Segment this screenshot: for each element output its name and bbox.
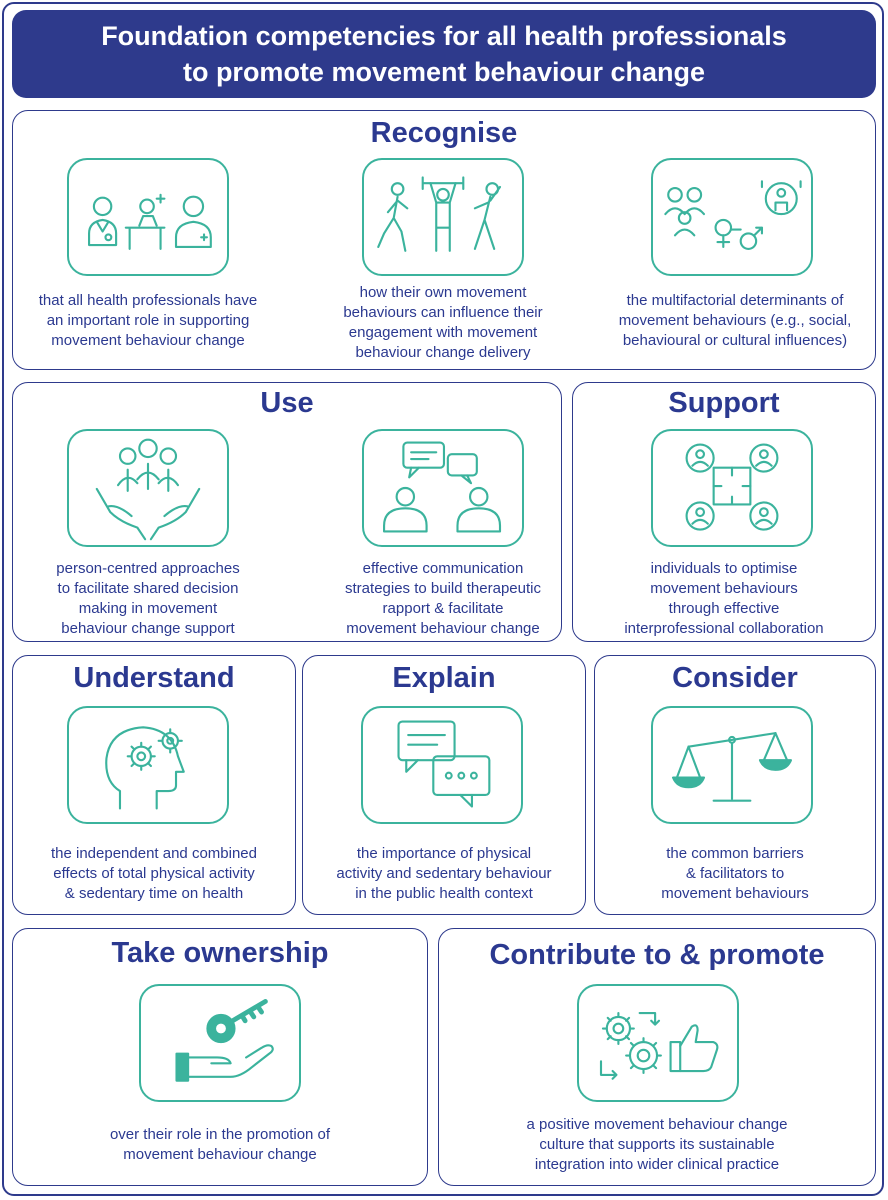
recognise-caption-1: that all health professionals have an im… xyxy=(13,291,283,351)
puzzle-collaboration-icon xyxy=(651,429,813,547)
caption-line: the importance of physical xyxy=(356,845,532,862)
caption-line: the independent and combined xyxy=(50,845,257,862)
contribute-caption: a positive movement behaviour change cul… xyxy=(439,1115,875,1175)
caption-line: the multifactorial determinants of xyxy=(626,292,844,309)
header-line-1: Foundation competencies for all health p… xyxy=(101,21,787,51)
gears-thumbs-up-icon xyxy=(577,984,739,1102)
caption-line: over their role in the promotion of xyxy=(109,1126,331,1143)
caption-line: movement behaviour change xyxy=(51,332,245,349)
caption-line: movement behaviours xyxy=(661,885,809,902)
recognise-panel: Recognise that all health professionals … xyxy=(12,110,876,370)
caption-line: behaviours can influence their xyxy=(343,304,543,321)
consider-title: Consider xyxy=(672,662,798,694)
caption-line: behavioural or cultural influences) xyxy=(622,332,848,349)
health-professionals-icon xyxy=(67,158,229,276)
caption-line: movement behaviour change xyxy=(123,1146,317,1163)
caption-line: that all health professionals have xyxy=(38,292,258,309)
recognise-caption-2: how their own movement behaviours can in… xyxy=(308,283,578,363)
use-title: Use xyxy=(260,387,314,419)
caption-line: culture that supports its sustainable xyxy=(539,1136,775,1153)
caption-line: an important role in supporting xyxy=(46,312,250,329)
use-caption-1: person-centred approaches to facilitate … xyxy=(13,559,283,639)
explain-title: Explain xyxy=(392,662,496,694)
recognise-title: Recognise xyxy=(370,117,518,149)
contribute-panel: Contribute to & promote a positive movem… xyxy=(438,928,876,1186)
caption-line: a positive movement behaviour change xyxy=(526,1116,788,1133)
head-gears-icon xyxy=(67,706,229,824)
balance-scale-icon xyxy=(651,706,813,824)
caption-line: in the public health context xyxy=(355,885,533,902)
determinants-icon xyxy=(651,158,813,276)
support-title: Support xyxy=(668,387,780,419)
understand-panel: Understand the independent and combined … xyxy=(12,655,296,915)
caption-line: engagement with movement xyxy=(348,324,538,341)
caption-line: interprofessional collaboration xyxy=(624,620,824,637)
caption-line: & facilitators to xyxy=(685,865,785,882)
speech-bubbles-icon xyxy=(361,706,523,824)
caption-line: behaviour change support xyxy=(61,620,235,637)
caption-line: through effective xyxy=(668,600,780,617)
contribute-title: Contribute to & promote xyxy=(489,939,825,971)
caption-line: activity and sedentary behaviour xyxy=(336,865,552,882)
caption-line: how their own movement xyxy=(359,284,527,301)
key-in-hand-icon xyxy=(139,984,301,1102)
explain-caption: the importance of physical activity and … xyxy=(303,844,585,904)
use-caption-2: effective communication strategies to bu… xyxy=(308,559,578,639)
caption-line: effective communication xyxy=(362,560,524,577)
caption-line: integration into wider clinical practice xyxy=(534,1156,780,1173)
caption-line: individuals to optimise xyxy=(650,560,798,577)
understand-title: Understand xyxy=(73,662,235,694)
caption-line: the common barriers xyxy=(666,845,804,862)
caption-line: movement behaviour change xyxy=(346,620,540,637)
caption-line: movement behaviours (e.g., social, xyxy=(618,312,852,329)
ownership-panel: Take ownership over their role in the pr… xyxy=(12,928,428,1186)
person-centred-hands-icon xyxy=(67,429,229,547)
consider-caption: the common barriers & facilitators to mo… xyxy=(595,844,875,904)
conversation-icon xyxy=(362,429,524,547)
caption-line: & sedentary time on health xyxy=(64,885,244,902)
caption-line: behaviour change delivery xyxy=(355,344,531,361)
use-panel: Use person-centred approaches to facilit… xyxy=(12,382,562,642)
support-caption: individuals to optimise movement behavio… xyxy=(573,559,875,639)
caption-line: to facilitate shared decision xyxy=(57,580,239,597)
explain-panel: Explain the importance of physical activ… xyxy=(302,655,586,915)
ownership-title: Take ownership xyxy=(111,937,329,969)
caption-line: strategies to build therapeutic xyxy=(345,580,541,597)
caption-line: effects of total physical activity xyxy=(53,865,255,882)
consider-panel: Consider the common barriers & facilitat… xyxy=(594,655,876,915)
support-panel: Support individuals to optimise movement… xyxy=(572,382,876,642)
recognise-caption-3: the multifactorial determinants of movem… xyxy=(597,291,873,351)
ownership-caption: over their role in the promotion of move… xyxy=(13,1125,427,1165)
caption-line: person-centred approaches xyxy=(56,560,240,577)
understand-caption: the independent and combined effects of … xyxy=(13,844,295,904)
header-line-2: to promote movement behaviour change xyxy=(182,57,706,87)
exercising-people-icon xyxy=(362,158,524,276)
caption-line: rapport & facilitate xyxy=(382,600,504,617)
page-header: Foundation competencies for all health p… xyxy=(12,10,876,98)
caption-line: movement behaviours xyxy=(650,580,798,597)
caption-line: making in movement xyxy=(78,600,218,617)
